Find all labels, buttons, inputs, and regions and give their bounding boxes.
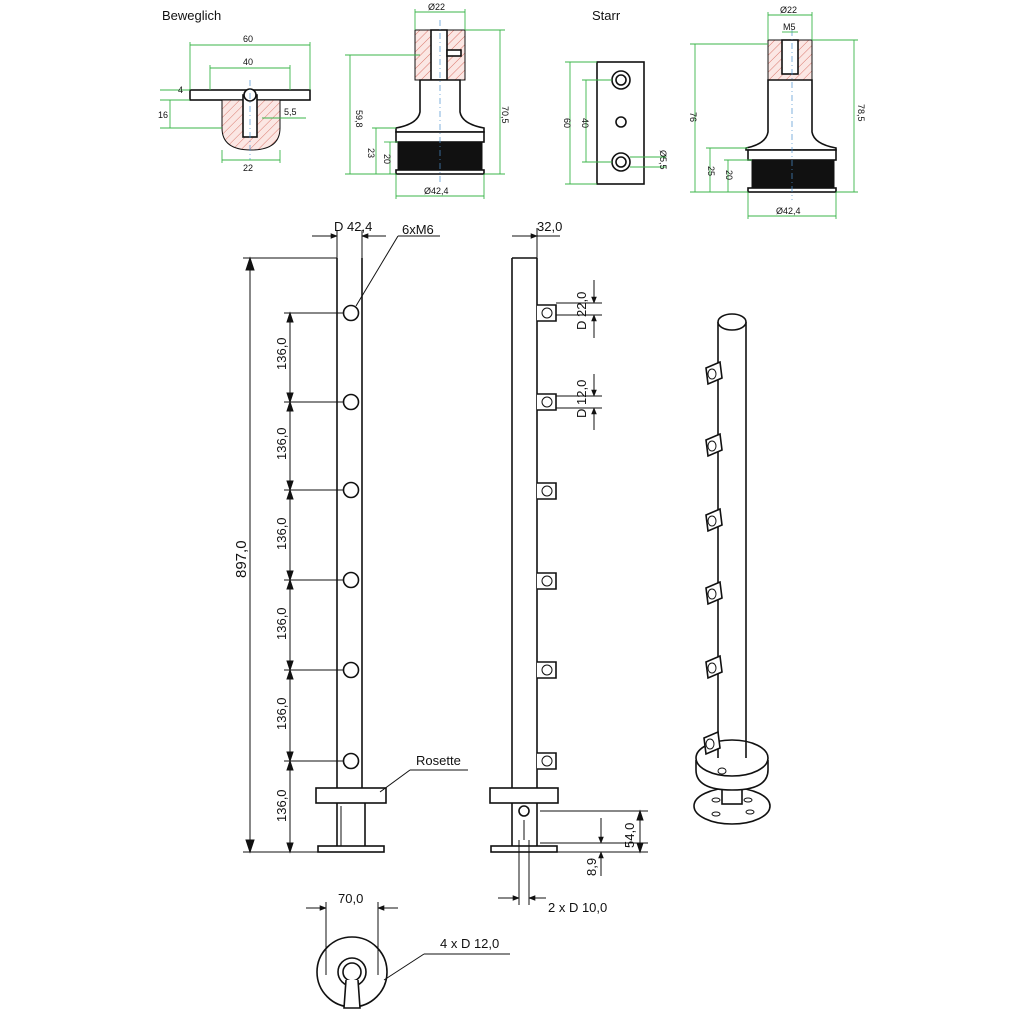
iso-bracket — [705, 507, 723, 533]
label-6xm6: 6xM6 — [402, 222, 434, 237]
detail-starr-plate: 60 40 Ø5,5 — [562, 61, 668, 185]
dim-starr-d22: Ø22 — [780, 5, 797, 15]
label-starr: Starr — [592, 8, 621, 23]
dim-22: 22 — [243, 163, 253, 173]
dim-d42-4: Ø42,4 — [424, 186, 449, 196]
dim-16: 16 — [158, 110, 168, 120]
iso-bracket — [705, 580, 723, 606]
dim-2xd10: 2 x D 10,0 — [548, 900, 607, 915]
dim-starr-20: 20 — [724, 170, 734, 180]
iso-bracket — [705, 360, 723, 386]
dim-starr-d5-5: Ø5,5 — [658, 150, 668, 170]
dim-23: 23 — [366, 148, 376, 158]
dim-spacing-4: 136,0 — [274, 607, 289, 640]
dim-d22: Ø22 — [428, 2, 445, 12]
dim-25: 25 — [706, 166, 716, 176]
base-plan-view: 70,0 4 x D 12,0 — [306, 891, 510, 1009]
detail-beweglich-side: 60 40 4 16 5,5 22 — [158, 34, 311, 173]
dim-78-5: 78,5 — [856, 104, 866, 122]
main-side-view: 32,0 D 22,0 D 12,0 54,0 8,9 2 x D 10,0 — [489, 219, 648, 915]
side-bracket — [537, 393, 557, 411]
dim-20: 20 — [382, 154, 392, 164]
dim-m5: M5 — [783, 22, 796, 32]
dim-spacing-5: 136,0 — [274, 697, 289, 730]
detail-starr-front: Ø22 M5 76 78,5 25 20 Ø42,4 — [688, 5, 866, 219]
side-bracket — [537, 304, 557, 322]
dim-starr-60: 60 — [562, 118, 572, 128]
dim-d22-bracket: D 22,0 — [574, 292, 589, 330]
dim-59-8: 59,8 — [354, 110, 364, 128]
dim-40: 40 — [243, 57, 253, 67]
dim-spacing-3: 136,0 — [274, 517, 289, 550]
side-bracket — [537, 572, 557, 590]
dim-side-32: 32,0 — [537, 219, 562, 234]
side-bracket — [537, 661, 557, 679]
dim-54: 54,0 — [622, 823, 637, 848]
dim-front-d42-4: D 42,4 — [334, 219, 372, 234]
dim-d12-bracket: D 12,0 — [574, 380, 589, 418]
dim-4: 4 — [178, 85, 183, 95]
dim-70: 70,0 — [338, 891, 363, 906]
detail-beweglich-front: Ø22 70,5 59,8 23 20 Ø42,4 — [345, 2, 510, 199]
dim-8-9: 8,9 — [584, 858, 599, 876]
dim-5-5: 5,5 — [284, 107, 297, 117]
iso-bracket — [705, 654, 723, 680]
isometric-post-view — [693, 313, 771, 825]
iso-bracket — [703, 730, 721, 756]
label-beweglich: Beweglich — [162, 8, 221, 23]
side-bracket — [537, 752, 557, 770]
label-4xd12: 4 x D 12,0 — [440, 936, 499, 951]
dim-70-5: 70,5 — [500, 106, 510, 124]
main-front-view: D 42,4 6xM6 897,0 136,0 136,0 136,0 136,… — [233, 219, 468, 854]
dim-spacing-1: 136,0 — [274, 337, 289, 370]
dim-897: 897,0 — [233, 540, 250, 578]
dim-spacing-6: 136,0 — [274, 789, 289, 822]
label-rosette: Rosette — [416, 753, 461, 768]
dim-60: 60 — [243, 34, 253, 44]
dim-76: 76 — [688, 112, 698, 122]
side-bracket — [537, 482, 557, 500]
dim-starr-40: 40 — [580, 118, 590, 128]
dim-spacing-2: 136,0 — [274, 427, 289, 460]
dim-starr-d42-4: Ø42,4 — [776, 206, 801, 216]
iso-bracket — [705, 432, 723, 458]
